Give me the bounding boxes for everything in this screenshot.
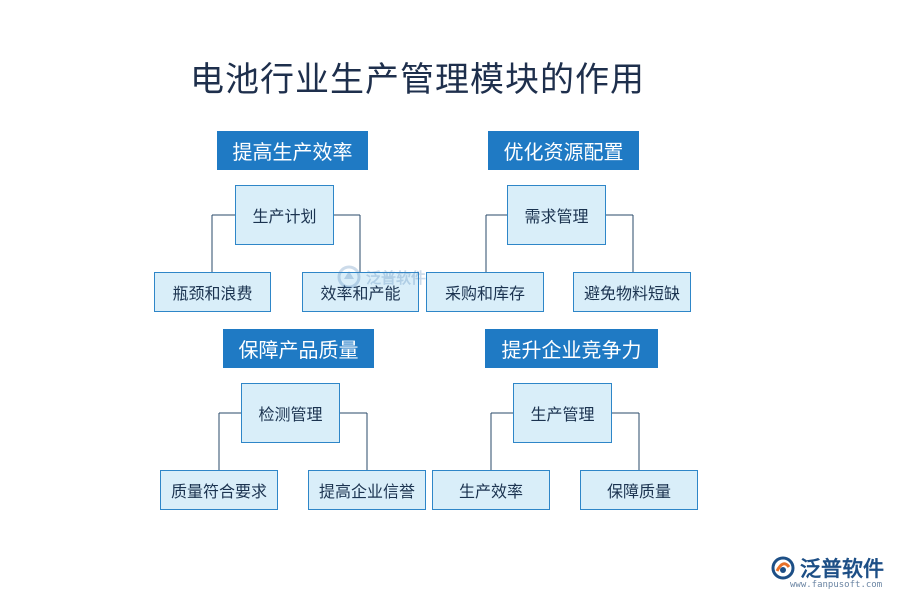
- section-leaf-node-2a: 采购和库存: [426, 272, 544, 312]
- section-leaf-node-3b: 提高企业信誉: [308, 470, 426, 510]
- section-heading-1: 提高生产效率: [217, 131, 368, 170]
- section-leaf-node-4a: 生产效率: [432, 470, 550, 510]
- section-center-node-2: 需求管理: [507, 185, 606, 245]
- section-leaf-node-1a: 瓶颈和浪费: [154, 272, 271, 312]
- section-heading-3: 保障产品质量: [223, 329, 374, 368]
- section-heading-2: 优化资源配置: [488, 131, 639, 170]
- section-center-node-3: 检测管理: [241, 383, 340, 443]
- brand-logo: 泛普软件: [770, 553, 884, 583]
- section-leaf-node-1b: 效率和产能: [302, 272, 419, 312]
- fanpu-logo-icon: [771, 556, 795, 580]
- diagram-title: 电池行业生产管理模块的作用: [190, 60, 645, 100]
- brand-logo-text: 泛普软件: [800, 557, 884, 581]
- section-center-node-4: 生产管理: [513, 383, 612, 443]
- section-leaf-node-3a: 质量符合要求: [160, 470, 278, 510]
- section-center-node-1: 生产计划: [235, 185, 334, 245]
- section-leaf-node-4b: 保障质量: [580, 470, 698, 510]
- brand-url: www.fanpusoft.com: [790, 580, 883, 590]
- section-heading-4: 提升企业竞争力: [485, 329, 658, 368]
- section-leaf-node-2b: 避免物料短缺: [573, 272, 691, 312]
